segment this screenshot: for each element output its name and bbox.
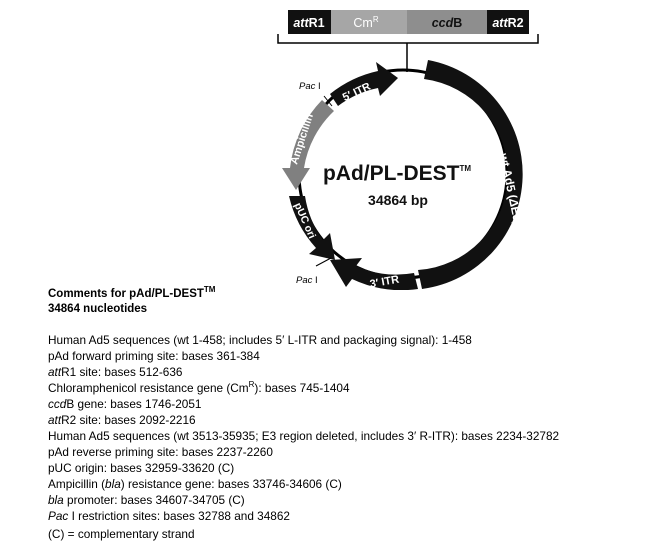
feature-item-ad5-left: Human Ad5 sequences (wt 1-458; includes … xyxy=(48,333,472,347)
pac-top-tick xyxy=(323,95,333,107)
pac-bottom-label: Pac I xyxy=(296,275,318,286)
cassette-bar: attR1 CmR ccdB attR2 xyxy=(277,10,539,72)
cmr-label: CmR xyxy=(353,15,378,30)
feature-item-forward-primer: pAd forward priming site: bases 361-384 xyxy=(48,349,260,363)
comments-title: Comments for pAd/PL-DESTTM xyxy=(48,285,216,300)
comments-subtitle: 34864 nucleotides xyxy=(48,303,148,315)
pac-bottom-tick xyxy=(315,257,332,267)
itr5-arc xyxy=(330,62,398,106)
wt-ad5-arc xyxy=(418,60,523,289)
ampicillin-arc xyxy=(282,100,334,190)
feature-item-reverse-primer: pAd reverse priming site: bases 2237-226… xyxy=(48,445,273,459)
attr1-segment xyxy=(288,10,331,34)
ccdb-segment xyxy=(407,10,487,34)
feature-item-attr1: attR1 site: bases 512-636 xyxy=(48,365,183,379)
ccdb-label: ccdB xyxy=(432,16,463,30)
puc-ori-label: pUC ori xyxy=(292,201,318,241)
feature-item-puc-origin: pUC origin: bases 32959-33620 (C) xyxy=(48,461,235,475)
attr2-segment xyxy=(487,10,529,34)
pac-top-label: Pac I xyxy=(299,81,321,92)
puc-ori-arc xyxy=(289,196,335,260)
feature-item-ampicillin: Ampicillin (bla) resistance gene: bases … xyxy=(48,477,342,491)
itr3-arc xyxy=(330,258,418,290)
plasmid-name: pAd/PL-DESTTM xyxy=(323,162,471,185)
cassette-bracket xyxy=(277,34,539,44)
complementary-note: (C) = complementary strand xyxy=(48,527,195,541)
attr2-label: attR2 xyxy=(492,16,523,30)
cmr-segment xyxy=(331,10,407,34)
feature-item-ccdb: ccdB gene: bases 1746-2051 xyxy=(48,397,202,411)
attr1-label: attR1 xyxy=(293,16,324,30)
feature-item-bla-promoter: bla promoter: bases 34607-34705 (C) xyxy=(48,493,245,507)
feature-item-attr2: attR2 site: bases 2092-2216 xyxy=(48,413,196,427)
feature-item-paci-sites: Pac I restriction sites: bases 32788 and… xyxy=(48,509,290,523)
feature-item-cmr: Chloramphenicol resistance gene (CmR): b… xyxy=(48,380,350,395)
plasmid-map: attR1 CmR ccdB attR2 5′ ITR wt Ad5 (ΔE3)… xyxy=(277,10,539,290)
comments-section: Comments for pAd/PL-DESTTM 34864 nucleot… xyxy=(48,285,648,542)
plasmid-size: 34864 bp xyxy=(368,192,428,208)
feature-item-ad5-right: Human Ad5 sequences (wt 3513-35935; E3 r… xyxy=(48,429,560,443)
itr3-label: 3′ ITR xyxy=(369,274,400,290)
feature-list: Human Ad5 sequences (wt 1-458; includes … xyxy=(48,332,648,524)
